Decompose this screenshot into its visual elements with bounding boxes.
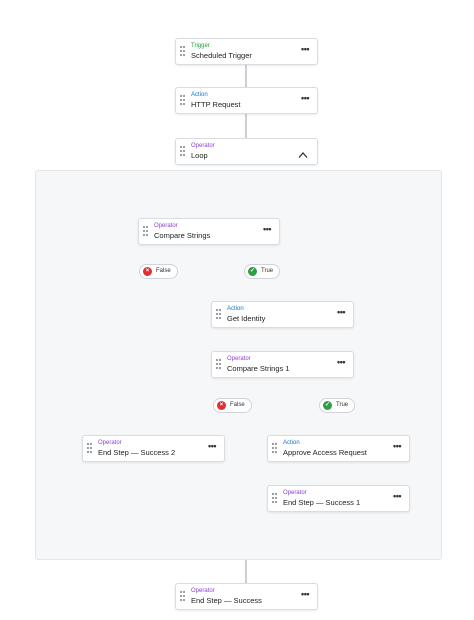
node-kind: Action xyxy=(283,440,300,446)
node-end-step-success-2[interactable]: Operator End Step — Success 2 ••• xyxy=(82,435,225,462)
drag-handle-icon[interactable] xyxy=(272,493,278,505)
node-approve-access-request[interactable]: Action Approve Access Request ••• xyxy=(267,435,410,462)
drag-handle-icon[interactable] xyxy=(180,146,186,158)
branch-true-pill[interactable]: ✓ True xyxy=(244,264,281,279)
node-title: End Step — Success 1 xyxy=(283,498,361,507)
node-scheduled-trigger[interactable]: Trigger Scheduled Trigger ••• xyxy=(175,38,318,65)
node-compare-strings-1[interactable]: Operator Compare Strings 1 ••• xyxy=(211,351,354,378)
node-title: Loop xyxy=(191,151,208,160)
branch-true-pill[interactable]: ✓ True xyxy=(319,398,356,413)
drag-handle-icon[interactable] xyxy=(180,46,186,58)
drag-handle-icon[interactable] xyxy=(180,95,186,107)
drag-handle-icon[interactable] xyxy=(180,591,186,603)
drag-handle-icon[interactable] xyxy=(272,443,278,455)
node-title: End Step — Success 2 xyxy=(98,448,176,457)
node-kind: Trigger xyxy=(191,43,210,49)
close-circle-icon: × xyxy=(143,267,152,276)
branch-false-pill[interactable]: × False xyxy=(213,398,252,413)
branch-label: False xyxy=(156,268,171,274)
check-circle-icon: ✓ xyxy=(248,267,257,276)
node-kind: Operator xyxy=(154,223,178,229)
node-title: Compare Strings 1 xyxy=(227,364,290,373)
more-options-icon[interactable]: ••• xyxy=(301,589,309,599)
node-end-step-success[interactable]: Operator End Step — Success ••• xyxy=(175,583,318,610)
node-compare-strings[interactable]: Operator Compare Strings ••• xyxy=(138,218,280,245)
node-kind: Operator xyxy=(227,356,251,362)
node-kind: Operator xyxy=(283,490,307,496)
node-title: Approve Access Request xyxy=(283,448,367,457)
node-kind: Operator xyxy=(191,143,215,149)
check-circle-icon: ✓ xyxy=(323,401,332,410)
node-loop[interactable]: Operator Loop xyxy=(175,138,318,165)
node-kind: Action xyxy=(191,92,208,98)
branch-label: False xyxy=(230,402,245,408)
more-options-icon[interactable]: ••• xyxy=(208,441,216,451)
node-title: End Step — Success xyxy=(191,596,262,605)
more-options-icon[interactable]: ••• xyxy=(393,441,401,451)
chevron-up-icon[interactable] xyxy=(298,146,308,158)
branch-false-pill[interactable]: × False xyxy=(139,264,178,279)
node-http-request[interactable]: Action HTTP Request ••• xyxy=(175,87,318,114)
drag-handle-icon[interactable] xyxy=(216,359,222,371)
branch-label: True xyxy=(261,268,274,274)
more-options-icon[interactable]: ••• xyxy=(301,93,309,103)
more-options-icon[interactable]: ••• xyxy=(337,357,345,367)
node-kind: Action xyxy=(227,306,244,312)
drag-handle-icon[interactable] xyxy=(87,443,93,455)
drag-handle-icon[interactable] xyxy=(216,309,222,321)
node-kind: Operator xyxy=(191,588,215,594)
close-circle-icon: × xyxy=(217,401,226,410)
more-options-icon[interactable]: ••• xyxy=(393,491,401,501)
drag-handle-icon[interactable] xyxy=(143,226,149,238)
node-title: Get Identity xyxy=(227,314,266,323)
node-end-step-success-1[interactable]: Operator End Step — Success 1 ••• xyxy=(267,485,410,512)
node-kind: Operator xyxy=(98,440,122,446)
node-get-identity[interactable]: Action Get Identity ••• xyxy=(211,301,354,328)
more-options-icon[interactable]: ••• xyxy=(337,307,345,317)
node-title: Scheduled Trigger xyxy=(191,51,252,60)
more-options-icon[interactable]: ••• xyxy=(301,44,309,54)
node-title: HTTP Request xyxy=(191,100,241,109)
more-options-icon[interactable]: ••• xyxy=(263,224,271,234)
node-title: Compare Strings xyxy=(154,231,211,240)
branch-label: True xyxy=(336,402,349,408)
